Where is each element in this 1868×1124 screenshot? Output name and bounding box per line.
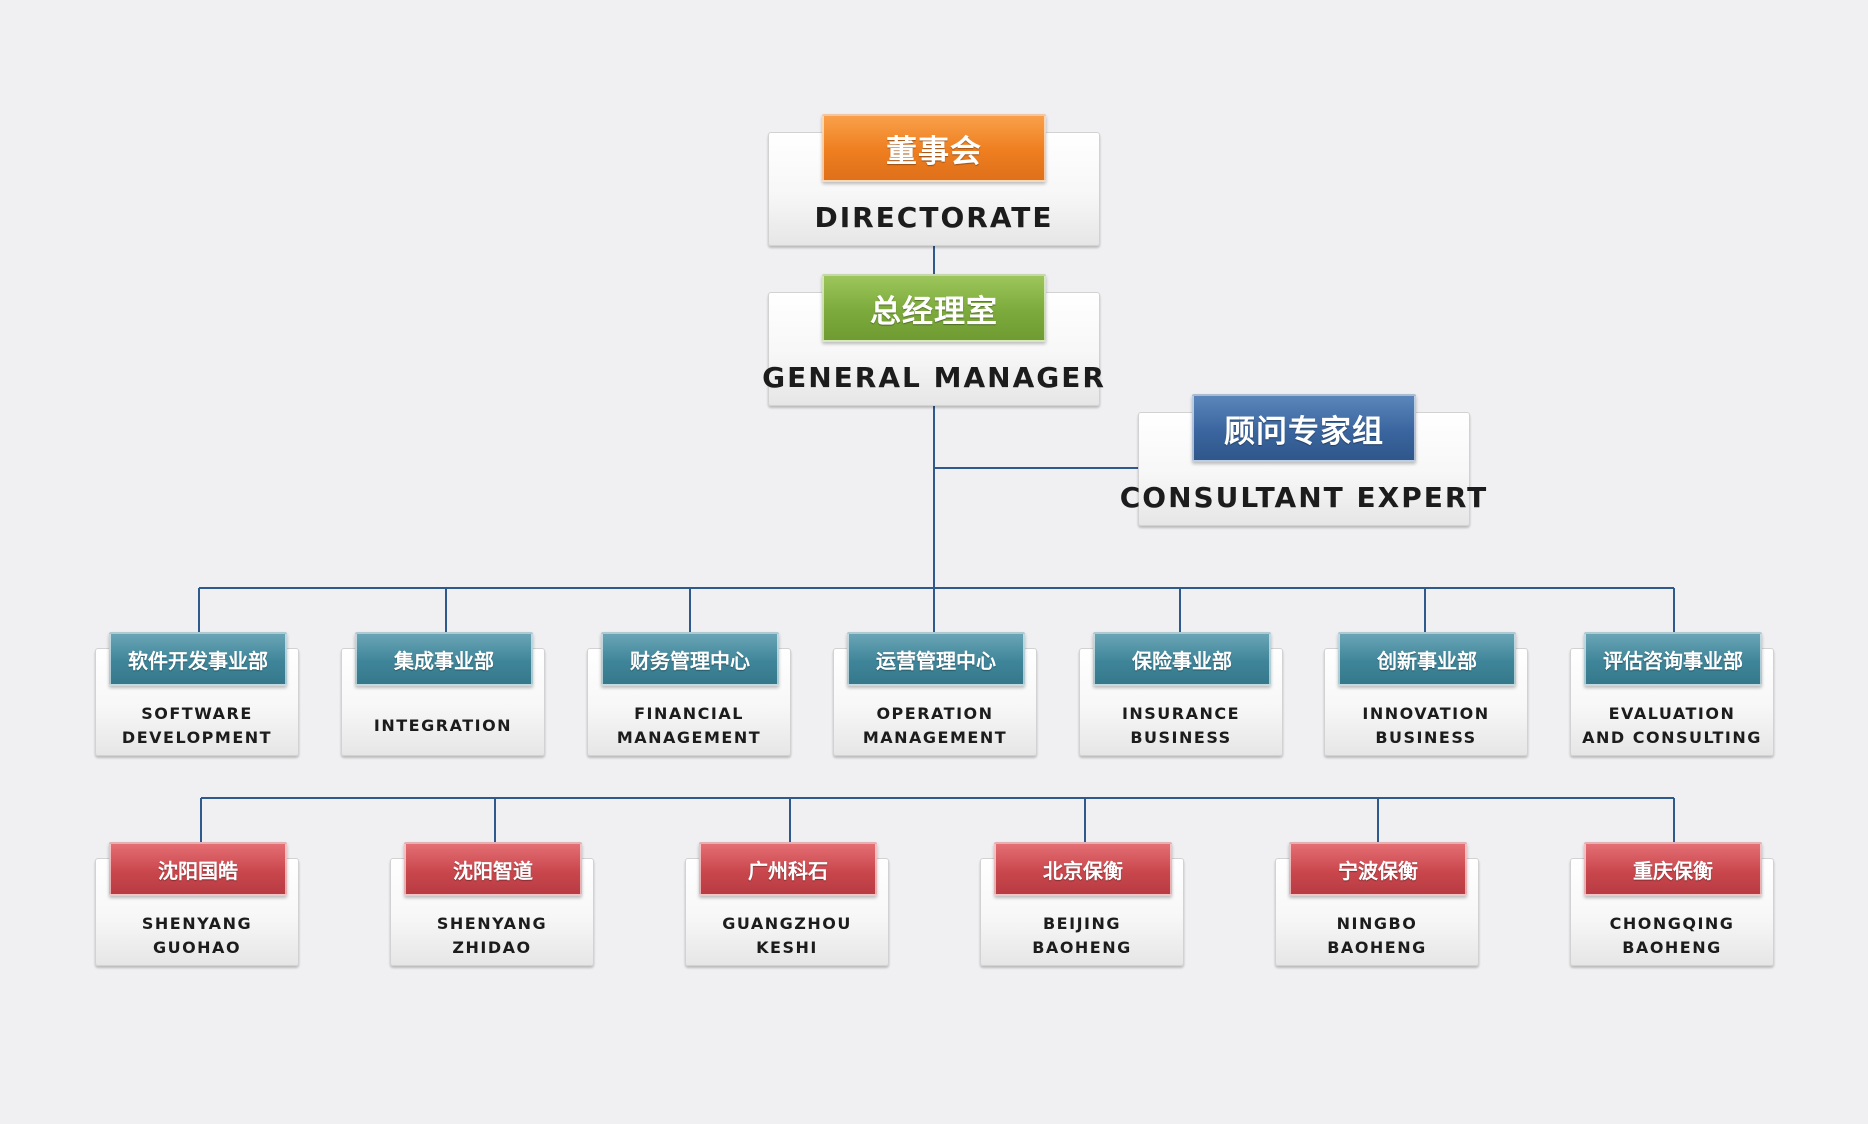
department-en-line: BUSINESS: [1375, 728, 1477, 747]
department-en-line: BUSINESS: [1130, 728, 1232, 747]
department-en-line: INTEGRATION: [373, 716, 513, 735]
branch-cn-title: 宁波保衡: [1289, 842, 1467, 896]
branch-en-title: BEIJING BAOHENG: [980, 910, 1184, 962]
department-en-line: SOFTWARE: [141, 704, 253, 723]
department-cn-title: 运营管理中心: [847, 632, 1025, 686]
department-node-innovation-business: 创新事业部 INNOVATION BUSINESS: [1324, 632, 1528, 756]
department-cn-title: 保险事业部: [1093, 632, 1271, 686]
department-en-title: OPERATION MANAGEMENT: [833, 700, 1037, 752]
department-en-title: INSURANCE BUSINESS: [1079, 700, 1283, 752]
consultant-expert-en-text: CONSULTANT EXPERT: [1119, 480, 1489, 514]
branch-en-line: KESHI: [756, 938, 818, 957]
department-en-line: DEVELOPMENT: [121, 728, 273, 747]
branch-en-line: SHENYANG: [141, 914, 253, 933]
branch-cn-title: 沈阳智道: [404, 842, 582, 896]
general-manager-node: 总经理室 GENERAL MANAGER: [762, 274, 1104, 406]
department-en-line: OPERATION: [876, 704, 994, 723]
directorate-node: 董事会 DIRECTORATE: [768, 114, 1100, 246]
department-cn-title: 创新事业部: [1338, 632, 1516, 686]
directorate-cn-title: 董事会: [822, 114, 1046, 182]
branch-node-shenyang-zhidao: 沈阳智道 SHENYANG ZHIDAO: [390, 842, 594, 966]
department-en-title: FINANCIAL MANAGEMENT: [587, 700, 791, 752]
department-node-financial-management: 财务管理中心 FINANCIAL MANAGEMENT: [587, 632, 791, 756]
consultant-expert-en-title: CONSULTANT EXPERT: [1120, 470, 1487, 524]
department-node-operation-management: 运营管理中心 OPERATION MANAGEMENT: [833, 632, 1037, 756]
branch-en-line: BAOHENG: [1327, 938, 1427, 957]
branch-en-title: NINGBO BAOHENG: [1275, 910, 1479, 962]
general-manager-cn-title: 总经理室: [822, 274, 1046, 342]
general-manager-en-title: GENERAL MANAGER: [762, 350, 1104, 404]
branch-node-chongqing-baoheng: 重庆保衡 CHONGQING BAOHENG: [1570, 842, 1774, 966]
department-en-title: INNOVATION BUSINESS: [1324, 700, 1528, 752]
department-en-line: INNOVATION: [1362, 704, 1490, 723]
department-cn-title: 财务管理中心: [601, 632, 779, 686]
consultant-expert-node: 顾问专家组 CONSULTANT EXPERT: [1120, 394, 1487, 526]
branch-en-line: SHENYANG: [436, 914, 548, 933]
branch-en-line: ZHIDAO: [452, 938, 532, 957]
branch-en-title: SHENYANG ZHIDAO: [390, 910, 594, 962]
branch-en-line: BEIJING: [1042, 914, 1121, 933]
department-en-line: AND CONSULTING: [1582, 728, 1762, 747]
department-en-line: FINANCIAL: [634, 704, 744, 723]
branch-en-line: CHONGQING: [1609, 914, 1735, 933]
department-en-line: EVALUATION: [1608, 704, 1736, 723]
department-en-title: INTEGRATION: [341, 700, 545, 752]
department-en-line: MANAGEMENT: [862, 728, 1008, 747]
branch-en-line: GUOHAO: [152, 938, 242, 957]
directorate-en-title: DIRECTORATE: [768, 190, 1100, 244]
branch-en-title: CHONGQING BAOHENG: [1570, 910, 1774, 962]
branch-cn-title: 北京保衡: [994, 842, 1172, 896]
branch-node-guangzhou-keshi: 广州科石 GUANGZHOU KESHI: [685, 842, 889, 966]
department-node-insurance-business: 保险事业部 INSURANCE BUSINESS: [1079, 632, 1283, 756]
branch-en-line: NINGBO: [1336, 914, 1418, 933]
branch-en-line: GUANGZHOU: [722, 914, 852, 933]
department-node-evaluation-consulting: 评估咨询事业部 EVALUATION AND CONSULTING: [1570, 632, 1774, 756]
department-node-software-development: 软件开发事业部 SOFTWARE DEVELOPMENT: [95, 632, 299, 756]
general-manager-en-text: GENERAL MANAGER: [762, 360, 1106, 394]
branch-cn-title: 重庆保衡: [1584, 842, 1762, 896]
department-node-integration: 集成事业部 INTEGRATION: [341, 632, 545, 756]
branch-node-ningbo-baoheng: 宁波保衡 NINGBO BAOHENG: [1275, 842, 1479, 966]
department-en-line: INSURANCE: [1121, 704, 1241, 723]
department-cn-title: 软件开发事业部: [109, 632, 287, 686]
department-cn-title: 评估咨询事业部: [1584, 632, 1762, 686]
branch-en-title: SHENYANG GUOHAO: [95, 910, 299, 962]
department-en-title: EVALUATION AND CONSULTING: [1570, 700, 1774, 752]
branch-node-beijing-baoheng: 北京保衡 BEIJING BAOHENG: [980, 842, 1184, 966]
consultant-expert-cn-title: 顾问专家组: [1192, 394, 1416, 462]
branch-en-title: GUANGZHOU KESHI: [685, 910, 889, 962]
branch-en-line: BAOHENG: [1622, 938, 1722, 957]
branch-cn-title: 广州科石: [699, 842, 877, 896]
department-en-line: MANAGEMENT: [616, 728, 762, 747]
branch-en-line: BAOHENG: [1032, 938, 1132, 957]
department-cn-title: 集成事业部: [355, 632, 533, 686]
branch-node-shenyang-guohao: 沈阳国皓 SHENYANG GUOHAO: [95, 842, 299, 966]
branch-cn-title: 沈阳国皓: [109, 842, 287, 896]
department-en-title: SOFTWARE DEVELOPMENT: [95, 700, 299, 752]
directorate-en-text: DIRECTORATE: [814, 200, 1054, 234]
